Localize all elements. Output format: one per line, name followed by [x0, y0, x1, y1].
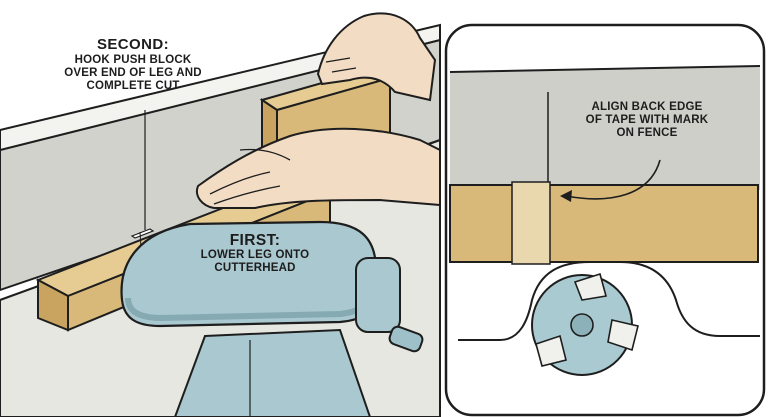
first-step-line: LOWER LEG ONTO: [150, 249, 360, 262]
second-step-heading: SECOND:: [22, 37, 244, 54]
align-tape-callout: ALIGN BACK EDGE OF TAPE WITH MARK ON FEN…: [552, 101, 742, 140]
first-step-heading: FIRST:: [150, 232, 360, 249]
detail-inset: [446, 25, 764, 415]
second-step-line: OVER END OF LEG AND: [22, 67, 244, 80]
first-step-line: CUTTERHEAD: [150, 262, 360, 275]
inset-tape: [512, 182, 550, 264]
align-tape-line: ON FENCE: [552, 127, 742, 140]
align-tape-line: OF TAPE WITH MARK: [552, 114, 742, 127]
align-tape-line: ALIGN BACK EDGE: [552, 101, 742, 114]
first-step-callout: FIRST: LOWER LEG ONTO CUTTERHEAD: [150, 232, 360, 275]
second-step-callout: SECOND: HOOK PUSH BLOCK OVER END OF LEG …: [22, 37, 244, 92]
second-step-line: COMPLETE CUT: [22, 80, 244, 93]
second-step-line: HOOK PUSH BLOCK: [22, 54, 244, 67]
inset-board: [450, 185, 758, 262]
